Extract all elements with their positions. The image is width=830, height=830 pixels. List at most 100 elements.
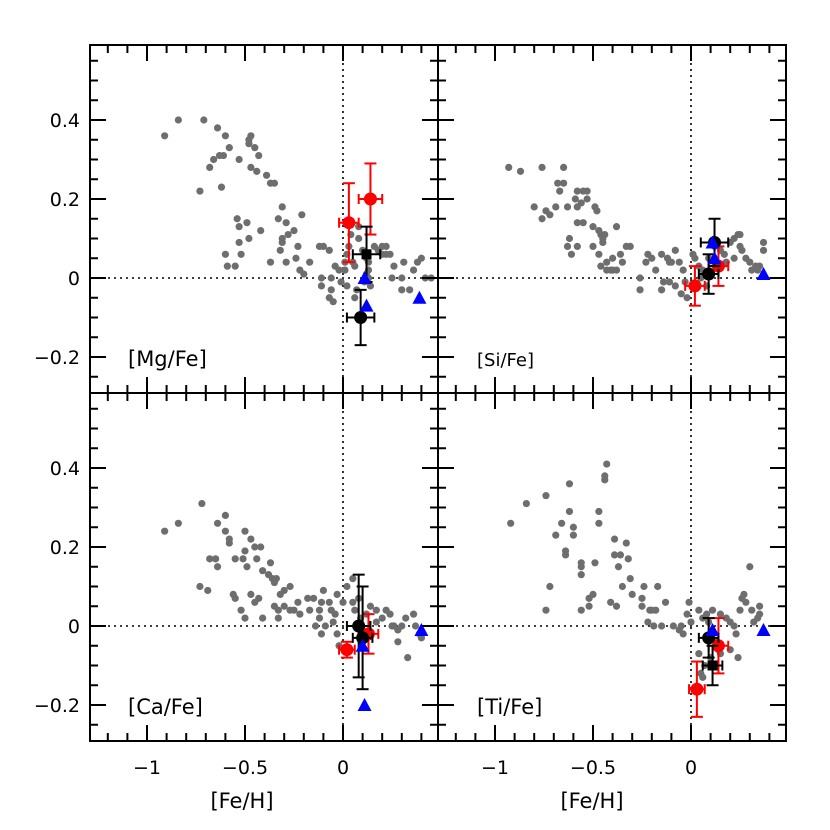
comparison-star-point: [317, 274, 326, 282]
comparison-star-point: [306, 606, 314, 614]
comparison-star-point: [329, 618, 337, 626]
comparison-star-point: [642, 258, 650, 266]
comparison-star-point: [738, 246, 746, 254]
comparison-star-point: [599, 238, 607, 247]
triangle-point: [756, 267, 771, 281]
panel-top-right: [438, 45, 786, 393]
comparison-star-point: [292, 254, 300, 262]
comparison-star-point: [628, 590, 636, 599]
comparison-star-point: [231, 262, 239, 270]
comparison-star-point: [270, 179, 278, 187]
comparison-star-point: [213, 563, 222, 571]
comparison-star-point: [538, 215, 546, 223]
comparison-star-point: [636, 274, 644, 282]
comparison-star-point: [695, 606, 703, 614]
comparison-star-point: [290, 606, 298, 614]
xtick-label: −1: [133, 757, 161, 779]
comparison-star-point: [349, 575, 357, 583]
comparison-star-point: [567, 250, 576, 258]
comparison-star-point: [759, 246, 768, 254]
comparison-star-point: [638, 602, 646, 610]
comparison-star-point: [394, 638, 402, 646]
comparison-star-point: [286, 582, 294, 591]
comparison-star-point: [398, 286, 406, 294]
triangle-point: [357, 698, 372, 711]
comparison-star-point: [754, 266, 762, 274]
comparison-star-point: [736, 230, 744, 239]
xtick-label: 0: [337, 757, 349, 779]
comparison-star-point: [274, 606, 282, 614]
comparison-star-point: [219, 151, 228, 160]
comparison-star-point: [583, 195, 591, 203]
comparison-star-point: [573, 203, 581, 211]
triangle-point: [412, 290, 427, 304]
comparison-star-point: [210, 155, 218, 164]
comparison-star-point: [266, 258, 275, 266]
comparison-star-point: [542, 492, 550, 500]
comparison-star-point: [610, 535, 619, 543]
sample-square-point: [361, 249, 372, 260]
comparison-star-point: [247, 132, 255, 140]
triangle-point: [707, 251, 722, 265]
comparison-star-point: [317, 282, 326, 290]
comparison-star-point: [699, 673, 707, 681]
comparison-star-point: [671, 282, 679, 290]
x-axis-title-right: [Fe/H]: [560, 789, 623, 813]
comparison-star-point: [589, 590, 597, 599]
comparison-star-point: [235, 155, 243, 164]
axis-ticks: [438, 45, 786, 393]
axis-ticks: [90, 393, 438, 741]
comparison-star-point: [552, 531, 560, 539]
comparison-star-point: [703, 610, 711, 618]
comparison-star-point: [404, 654, 412, 662]
comparison-star-point: [349, 598, 357, 606]
comparison-star-point: [351, 294, 359, 302]
comparison-star-point: [253, 555, 261, 563]
triangle-point: [705, 235, 720, 249]
ytick-label: 0.2: [50, 189, 80, 211]
triangle-point: [357, 271, 372, 284]
comparison-star-point: [278, 238, 286, 247]
ytick-label: −0.2: [34, 347, 80, 369]
comparison-star-point: [648, 254, 656, 262]
comparison-star-point: [335, 266, 343, 274]
comparison-star-point: [658, 622, 666, 630]
comparison-star-point: [546, 211, 554, 219]
comparison-star-point: [223, 262, 231, 270]
comparison-star-point: [294, 242, 302, 250]
comparison-star-point: [174, 116, 182, 124]
comparison-star-point: [237, 250, 245, 258]
comparison-star-point: [325, 598, 333, 606]
axis-ticks: [90, 45, 438, 393]
comparison-star-point: [221, 527, 229, 535]
comparison-star-point: [306, 258, 314, 266]
comparison-star-point: [341, 266, 349, 274]
comparison-star-point: [327, 286, 335, 294]
comparison-star-point: [298, 211, 306, 219]
comparison-star-point: [321, 622, 329, 630]
comparison-star-point: [730, 254, 738, 262]
panel-bottom-left: [90, 393, 438, 741]
comparison-star-point: [683, 610, 691, 618]
comparison-star-point: [589, 223, 597, 231]
comparison-star-point: [206, 555, 214, 563]
comparison-star-point: [618, 582, 627, 591]
comparison-star-point: [661, 598, 670, 606]
comparison-star-point: [329, 298, 337, 306]
comparison-star-point: [339, 598, 347, 606]
comparison-star-point: [759, 238, 768, 247]
panel-label-ti: [Ti/Fe]: [477, 695, 542, 719]
comparison-star-point: [174, 519, 182, 527]
comparison-star-point: [577, 571, 585, 579]
triangle-point: [414, 622, 429, 636]
comparison-star-point: [212, 555, 220, 563]
comparison-star-point: [225, 144, 233, 152]
comparison-star-point: [734, 654, 742, 662]
comparison-star-point: [221, 132, 229, 140]
comparison-star-point: [683, 294, 691, 302]
sample-point: [356, 631, 370, 645]
ytick-label: 0: [68, 616, 80, 638]
comparison-star-point: [417, 254, 425, 262]
panel-label-ca: [Ca/Fe]: [128, 695, 203, 719]
